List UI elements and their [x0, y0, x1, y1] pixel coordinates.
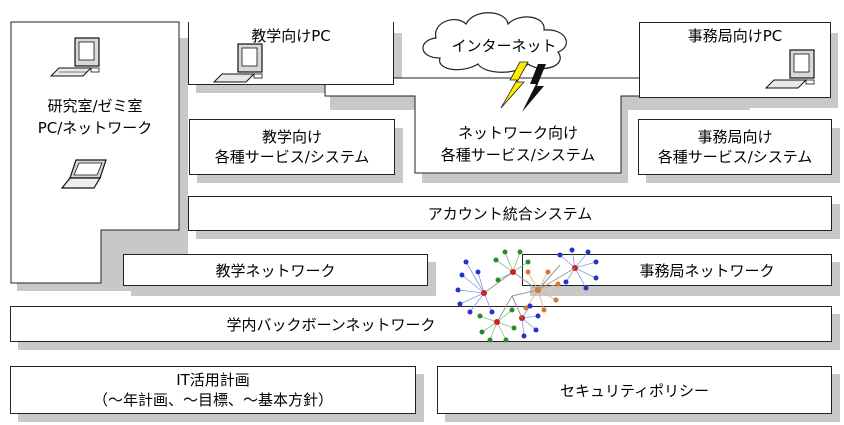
- education-network-label: 教学ネットワーク: [215, 261, 336, 280]
- lightning-icon: [500, 61, 546, 112]
- network-services-line1: ネットワーク向け: [457, 124, 578, 142]
- internet-label: インターネット: [451, 37, 557, 55]
- account-integration-label: アカウント統合システム: [427, 205, 593, 223]
- desktop-pc-icon: [212, 43, 263, 83]
- office-services-box: 事務局向け 各種サービス/システム: [638, 119, 832, 175]
- security-policy-box: セキュリティポリシー: [437, 366, 832, 414]
- office-services-line2: 各種サービス/システム: [657, 148, 813, 166]
- education-pc-label: 教学向けPC: [251, 27, 331, 45]
- desktop-pc-icon: [764, 49, 815, 89]
- office-services-line1: 事務局向け: [697, 128, 773, 146]
- it-plan-line1: IT活用計画: [176, 371, 250, 389]
- security-policy-label: セキュリティポリシー: [559, 381, 710, 400]
- desktop-pc-icon: [49, 37, 100, 77]
- education-services-line1: 教学向け: [261, 128, 322, 146]
- office-pc-label: 事務局向けPC: [687, 27, 783, 45]
- research-label-line1: 研究室/ゼミ室: [47, 97, 143, 115]
- backbone-network-label: 学内バックボーンネットワーク: [226, 315, 436, 334]
- cloud-icon: [422, 12, 567, 73]
- account-integration-box: アカウント統合システム: [188, 196, 832, 231]
- network-services-line2: 各種サービス/システム: [440, 146, 596, 164]
- laptop-icon: [60, 159, 107, 189]
- it-plan-box: IT活用計画 （～年計画、～目標、～基本方針）: [10, 366, 416, 414]
- office-network-label: 事務局ネットワーク: [639, 261, 775, 280]
- network-graph-icon: [455, 247, 599, 343]
- it-plan-line2: （～年計画、～目標、～基本方針）: [92, 391, 333, 409]
- research-label-line2: PC/ネットワーク: [37, 119, 153, 137]
- education-services-line2: 各種サービス/システム: [214, 148, 370, 166]
- backbone-network-box: 学内バックボーンネットワーク: [10, 306, 832, 342]
- education-services-box: 教学向け 各種サービス/システム: [189, 119, 395, 175]
- education-network-box: 教学ネットワーク: [123, 254, 428, 286]
